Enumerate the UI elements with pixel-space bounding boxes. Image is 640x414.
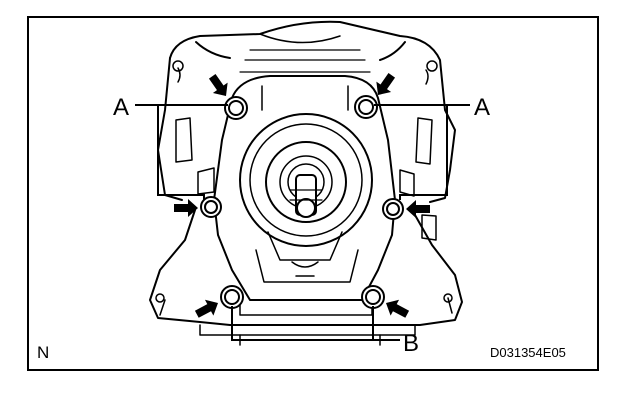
figure-frame xyxy=(27,16,599,371)
arrow-icon xyxy=(204,71,234,102)
leader-lines-a-left xyxy=(135,104,228,200)
arrow-icon xyxy=(370,70,400,101)
view-direction-label: N xyxy=(37,343,49,362)
bolt-b-right xyxy=(361,285,385,309)
callout-a-right: A xyxy=(474,94,490,121)
bolt-a-upper-right xyxy=(354,95,378,119)
callout-a-left: A xyxy=(113,94,129,121)
callout-b: B xyxy=(403,330,419,357)
leader-lines-a-right xyxy=(374,104,470,200)
bolt-b-left xyxy=(220,285,244,309)
leader-lines-b xyxy=(231,306,400,341)
figure-code: D031354E05 xyxy=(490,345,566,360)
bolt-a-upper-left xyxy=(224,96,248,120)
bolt-icon xyxy=(200,95,404,309)
arrow-icon xyxy=(192,295,223,323)
arrow-icon xyxy=(381,295,412,323)
bolt-a-mid-right xyxy=(382,198,404,220)
transmission-housing xyxy=(149,20,463,346)
bolt-a-mid-left xyxy=(200,196,222,218)
